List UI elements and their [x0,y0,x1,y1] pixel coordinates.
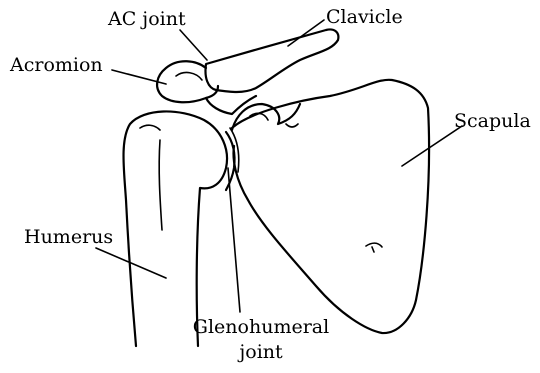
humerus-tuberosity [140,125,160,130]
acromion-spine [206,96,256,114]
clavicle-outline [205,29,338,92]
coracoid-inner [250,113,298,127]
label-glenohumeral-line1: Glenohumeral [186,318,336,337]
acromion-outline [157,61,218,102]
label-ac-joint: AC joint [108,10,186,29]
label-glenohumeral-line2: joint [186,343,336,362]
label-humerus: Humerus [24,228,113,247]
scapula-outline [232,80,429,333]
label-scapula: Scapula [454,112,531,131]
label-clavicle: Clavicle [326,8,403,27]
leader-glenohumeral [228,168,240,312]
label-acromion: Acromion [10,56,103,75]
scapula-mark [366,243,382,252]
leader-ac-joint [180,30,207,60]
humerus-outline [124,111,228,346]
humerus-neck [159,140,162,230]
label-glenohumeral-joint: Glenohumeral joint [186,318,336,362]
leader-scapula [402,126,462,166]
acromion-inner [176,73,202,80]
